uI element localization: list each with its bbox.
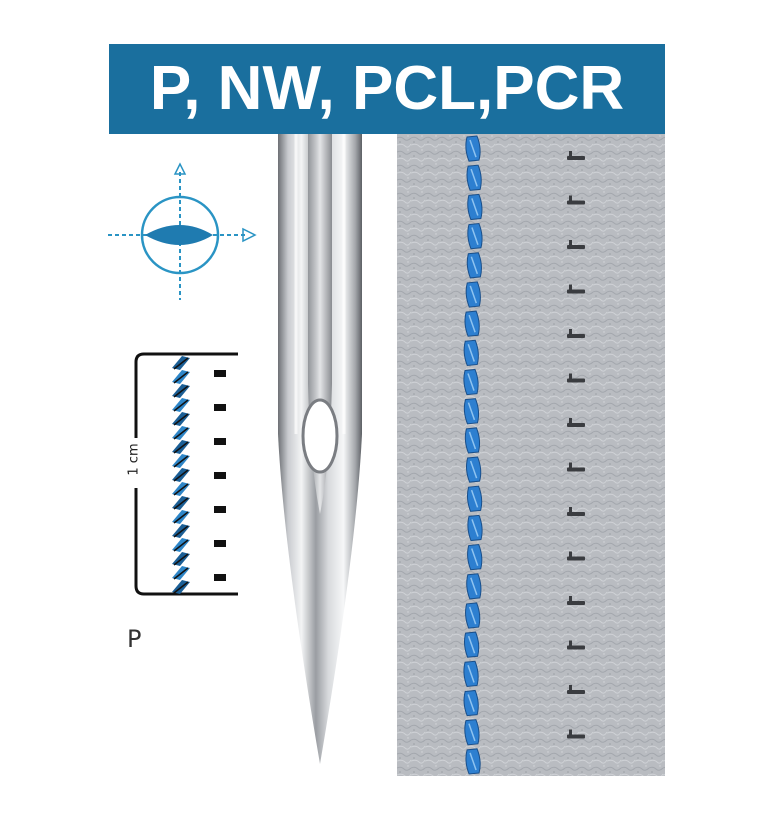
scale-thread-edge bbox=[173, 357, 189, 370]
thread-highlight bbox=[471, 519, 479, 537]
scale-thread-edge bbox=[173, 581, 189, 594]
scale-thread-edge bbox=[173, 483, 189, 496]
scale-mark bbox=[214, 540, 226, 547]
scale-thread-edge bbox=[173, 511, 189, 524]
punch-mark-tick bbox=[569, 284, 572, 292]
thread-highlight bbox=[469, 460, 478, 479]
scale-thread-edge bbox=[173, 455, 189, 468]
thread-highlight bbox=[470, 168, 478, 187]
punch-mark-tick bbox=[569, 151, 572, 158]
thread-highlight bbox=[467, 694, 475, 712]
point-type-label: P bbox=[127, 625, 142, 653]
stitch-scale-diagram bbox=[134, 352, 238, 596]
scale-thread-edge bbox=[173, 469, 189, 482]
scale-thread-edge bbox=[173, 413, 189, 426]
thread-highlight bbox=[470, 489, 479, 508]
scale-thread-edge bbox=[173, 441, 189, 454]
punch-mark-tick bbox=[569, 195, 572, 203]
needle-illustration bbox=[278, 134, 362, 764]
leather-stitch-photo bbox=[397, 134, 665, 776]
thread-highlight bbox=[468, 606, 477, 625]
punch-mark-tick bbox=[569, 329, 572, 336]
scale-thread-edge bbox=[173, 525, 189, 538]
scale-label: 1 cm bbox=[126, 443, 142, 476]
scale-thread-edge bbox=[173, 539, 189, 552]
thread-highlight bbox=[467, 635, 476, 654]
punch-mark-tick bbox=[569, 462, 572, 470]
thread-highlight bbox=[469, 139, 477, 158]
thread-highlight bbox=[471, 227, 479, 245]
punch-mark-tick bbox=[569, 418, 572, 425]
thread-highlight bbox=[469, 285, 477, 304]
punch-mark-tick bbox=[569, 640, 572, 648]
thread-highlight bbox=[469, 752, 477, 771]
scale-thread-edge bbox=[173, 385, 189, 398]
punch-mark-tick bbox=[569, 507, 572, 514]
blue-stitch-line bbox=[463, 135, 483, 775]
scale-mark bbox=[214, 404, 226, 411]
thread-highlight bbox=[470, 256, 479, 275]
scale-mark bbox=[214, 370, 226, 377]
scale-thread bbox=[172, 356, 190, 594]
thread-highlight bbox=[471, 198, 479, 216]
title-banner: P, NW, PCL,PCR bbox=[109, 44, 665, 134]
thread-highlight bbox=[467, 373, 475, 391]
punch-mark-tick bbox=[569, 596, 572, 603]
scale-thread-edge bbox=[173, 371, 189, 384]
punch-mark-tick bbox=[569, 551, 572, 559]
scale-marks bbox=[214, 370, 226, 581]
scale-mark bbox=[214, 574, 226, 581]
scale-thread-edge bbox=[173, 427, 189, 440]
scale-thread-edge bbox=[173, 497, 189, 510]
thread-highlight bbox=[468, 431, 477, 450]
punch-mark-tick bbox=[569, 373, 572, 381]
thread-highlight bbox=[467, 665, 475, 683]
scale-thread-edge bbox=[173, 553, 189, 566]
thread-highlight bbox=[468, 723, 476, 742]
thread-highlight bbox=[467, 344, 475, 362]
punch-mark-tick bbox=[569, 685, 572, 692]
thread-highlight bbox=[468, 314, 476, 333]
scale-mark bbox=[214, 506, 226, 513]
page-title: P, NW, PCL,PCR bbox=[149, 54, 625, 123]
punch-mark-tick bbox=[569, 729, 572, 737]
thread-highlight bbox=[471, 548, 479, 566]
scale-mark bbox=[214, 472, 226, 479]
thread-highlight bbox=[470, 577, 478, 596]
scale-mark bbox=[214, 438, 226, 445]
thread-highlight bbox=[467, 402, 476, 421]
punch-mark-tick bbox=[569, 240, 572, 247]
punch-mark-column bbox=[567, 151, 585, 739]
point-direction-icon bbox=[108, 162, 257, 300]
scale-thread-edge bbox=[173, 399, 189, 412]
scale-thread-edge bbox=[173, 567, 189, 580]
